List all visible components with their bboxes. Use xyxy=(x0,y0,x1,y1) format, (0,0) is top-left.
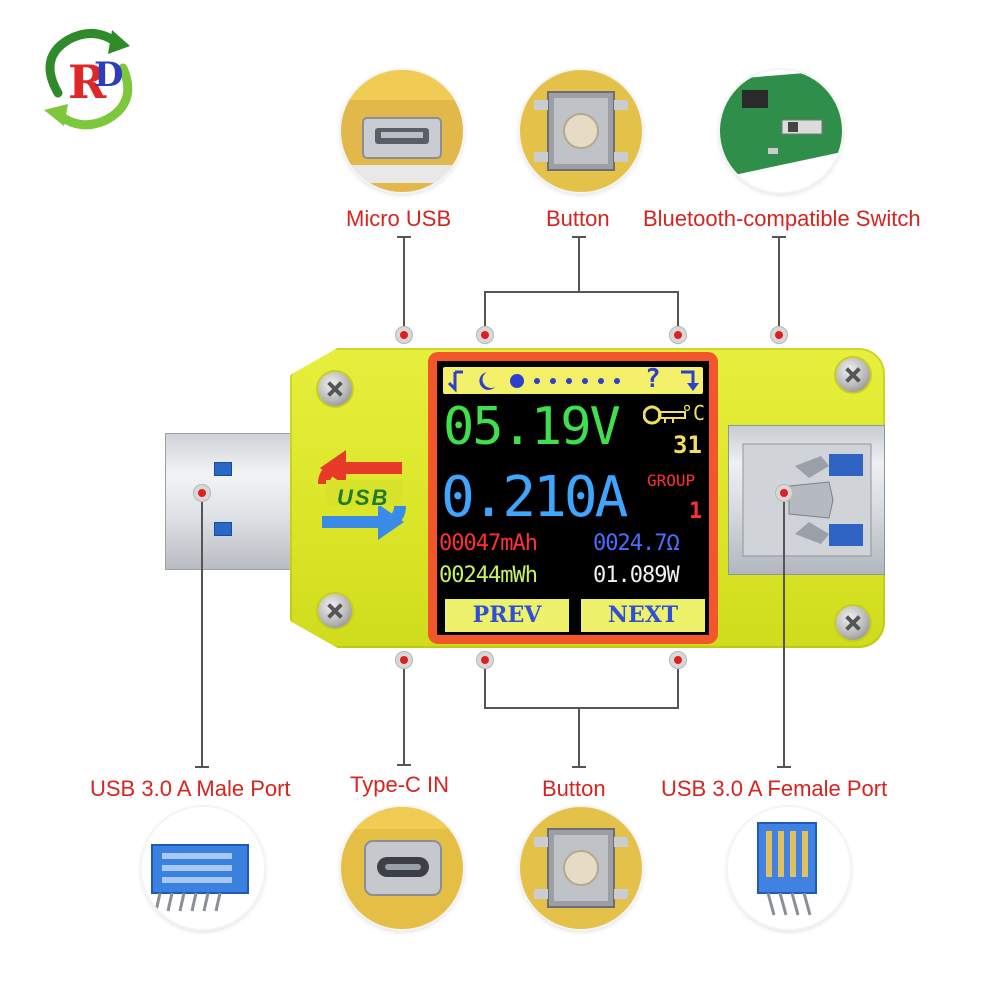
type-c-photo xyxy=(341,807,463,929)
connector-line xyxy=(783,492,785,768)
temperature-unit: °C xyxy=(681,401,706,425)
page-indicator xyxy=(510,374,620,388)
label-button-bottom: Button xyxy=(542,776,606,801)
usb-direction-icon xyxy=(681,370,699,391)
label-bluetooth-switch: Bluetooth-compatible Switch xyxy=(643,206,921,231)
label-micro-usb: Micro USB xyxy=(346,206,452,231)
label-usb-female: USB 3.0 A Female Port xyxy=(661,776,888,801)
lcd-screen: ? 05.19V °C 31 0.210A GROUP 1 00047mAh 0… xyxy=(437,361,709,635)
brand-logo: R D xyxy=(28,18,148,138)
button-bottom-photo xyxy=(520,807,642,929)
usb-male-photo xyxy=(142,807,264,929)
connector-line xyxy=(484,664,486,708)
callout-dot xyxy=(669,651,687,669)
svg-text:D: D xyxy=(94,55,123,95)
next-softkey[interactable]: NEXT xyxy=(581,599,705,632)
label-usb-male: USB 3.0 A Male Port xyxy=(90,776,291,801)
group-value: 1 xyxy=(689,499,703,524)
callout-dot xyxy=(669,326,687,344)
callout-dot xyxy=(395,326,413,344)
connector-line xyxy=(195,766,209,768)
voltage-readout: 05.19V xyxy=(443,397,621,457)
moon-icon xyxy=(479,372,495,390)
connector-line xyxy=(397,236,411,238)
callout-dot xyxy=(770,326,788,344)
screw xyxy=(318,372,352,406)
prev-softkey[interactable]: PREV xyxy=(445,599,569,632)
connector-line xyxy=(484,291,679,293)
label-button-top: Button xyxy=(546,206,610,231)
plug-contact xyxy=(214,462,232,476)
usb-logo-text: USB xyxy=(337,485,390,510)
callout-dot xyxy=(775,484,793,502)
status-bar: ? xyxy=(443,364,703,394)
connector-line xyxy=(201,492,203,768)
button-top-photo xyxy=(520,70,642,192)
usb-male-plug xyxy=(165,433,301,570)
thermometer-icon xyxy=(642,405,687,425)
callout-dot xyxy=(395,651,413,669)
connector-line xyxy=(578,236,580,292)
connector-line xyxy=(777,766,791,768)
screw xyxy=(836,358,870,392)
connector-line xyxy=(778,236,780,332)
svg-text:R: R xyxy=(68,55,107,109)
screw xyxy=(318,594,352,628)
help-indicator: ? xyxy=(645,364,661,394)
power-readout: 01.089W xyxy=(593,563,680,588)
energy-readout: 00244mWh xyxy=(439,563,538,588)
callout-dot xyxy=(476,651,494,669)
connector-line xyxy=(403,236,405,332)
usb-female-photo xyxy=(728,807,850,929)
capacity-readout: 00047mAh xyxy=(439,531,538,556)
bluetooth-switch-photo xyxy=(720,70,842,192)
connector-line xyxy=(484,707,679,709)
connector-line xyxy=(572,236,586,238)
connector-line xyxy=(397,764,411,766)
callout-dot xyxy=(476,326,494,344)
connector-line xyxy=(772,236,786,238)
plug-contact xyxy=(214,522,232,536)
connector-line xyxy=(677,664,679,708)
connector-line xyxy=(578,707,580,767)
label-type-c: Type-C IN xyxy=(350,772,450,797)
group-label: GROUP xyxy=(647,471,696,490)
micro-usb-photo xyxy=(341,70,463,192)
resistance-readout: 0024.7Ω xyxy=(593,531,680,556)
connector-line xyxy=(403,664,405,766)
connector-line xyxy=(677,291,679,332)
connector-line xyxy=(484,291,486,332)
usb-sync-icon xyxy=(312,440,412,550)
bluetooth-icon xyxy=(447,370,463,393)
current-readout: 0.210A xyxy=(441,465,628,530)
callout-dot xyxy=(193,484,211,502)
screw xyxy=(836,606,870,640)
usb-female-port xyxy=(728,425,885,575)
temperature-value: 31 xyxy=(673,431,702,459)
connector-line xyxy=(572,766,586,768)
